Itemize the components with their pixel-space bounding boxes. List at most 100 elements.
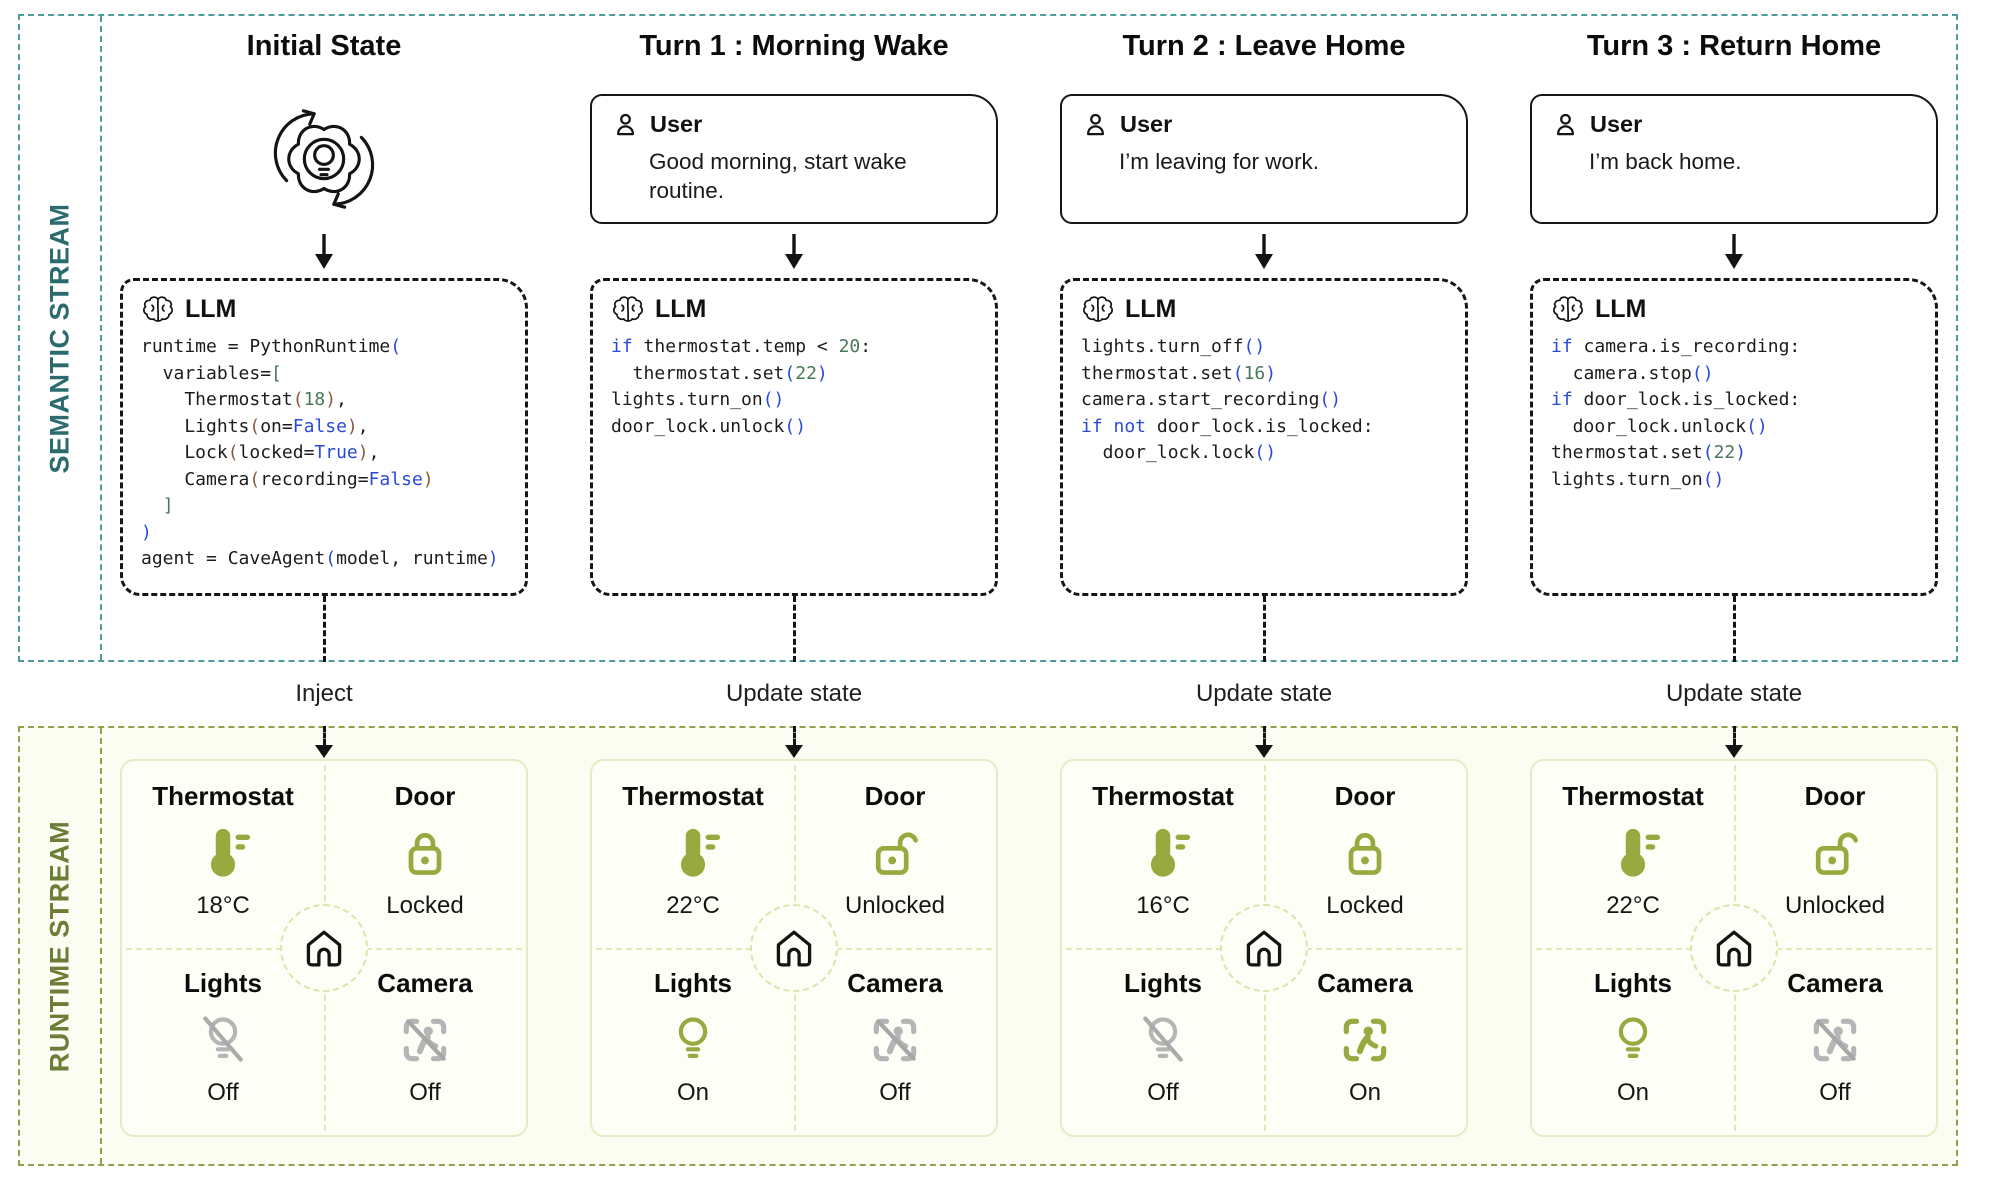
brain-icon bbox=[1553, 296, 1583, 322]
user-label: User bbox=[650, 111, 703, 137]
user-box: User I’m leaving for work. bbox=[1060, 94, 1468, 224]
semantic-column-3: Turn 2 : Leave Home User I’m leaving for… bbox=[1060, 14, 1468, 662]
code-line: Thermostat(18), bbox=[141, 389, 347, 410]
semantic-columns: Initial State LLM runtime = PythonRuntim… bbox=[100, 14, 1958, 662]
runtime-stream-label: RUNTIME STREAM bbox=[44, 820, 75, 1072]
code-line: if camera.is_recording: bbox=[1551, 336, 1801, 357]
code-line: lights.turn_on() bbox=[611, 389, 785, 410]
device-card: Thermostat 22°C Door Unlocked Lights On bbox=[590, 759, 998, 1137]
user-icon bbox=[1557, 113, 1574, 136]
code-line: door_lock.unlock() bbox=[611, 415, 807, 437]
code-line: door_lock.unlock() bbox=[1551, 415, 1768, 437]
connector-label: Update state bbox=[725, 680, 863, 707]
quadrant-camera: Camera Off bbox=[794, 948, 996, 1135]
runtime-column-1: Thermostat 18°C Door Locked Lights Off bbox=[120, 726, 528, 1166]
column-title: Turn 3 : Return Home bbox=[1586, 30, 1882, 62]
quadrant-lights: Lights Off bbox=[122, 948, 324, 1135]
column-title: Initial State bbox=[246, 30, 402, 62]
code-block: lights.turn_off()thermostat.set(16)camer… bbox=[1081, 334, 1447, 467]
down-arrow-icon bbox=[315, 234, 333, 269]
semantic-stream-gutter: SEMANTIC STREAM bbox=[20, 16, 102, 660]
system-init-zone bbox=[120, 94, 528, 224]
house-icon bbox=[776, 930, 812, 967]
code-line: camera.start_recording() bbox=[1081, 389, 1342, 410]
device-label: Lights bbox=[654, 968, 732, 998]
lights-off-icon bbox=[1143, 1016, 1183, 1062]
semantic-stream-label: SEMANTIC STREAM bbox=[44, 203, 75, 473]
connector-line-top bbox=[1262, 596, 1266, 662]
device-label: Door bbox=[394, 781, 456, 811]
code-line: thermostat.set(16) bbox=[1081, 362, 1277, 384]
device-value: On bbox=[1348, 1079, 1381, 1106]
house-circle bbox=[1220, 904, 1308, 992]
device-value: Off bbox=[207, 1079, 239, 1106]
connector-line-top bbox=[792, 596, 796, 662]
device-value: Unlocked bbox=[1784, 892, 1886, 919]
house-icon bbox=[1716, 930, 1752, 967]
code-line: if thermostat.temp < 20: bbox=[611, 336, 872, 357]
user-box: User Good morning, start wake routine. bbox=[590, 94, 998, 224]
door-unlocked-icon bbox=[1815, 832, 1858, 875]
device-value: 22°C bbox=[666, 892, 720, 919]
house-circle bbox=[750, 904, 838, 992]
house-icon bbox=[1246, 930, 1282, 967]
brain-icon bbox=[1083, 296, 1113, 322]
door-unlocked-icon bbox=[875, 832, 918, 875]
connector-arrowhead bbox=[315, 745, 333, 758]
code-block: if camera.is_recording: camera.stop()if … bbox=[1551, 334, 1917, 493]
semantic-stream-band: SEMANTIC STREAM bbox=[18, 14, 1958, 662]
code-line: Lights(on=False), bbox=[141, 415, 369, 437]
device-value: Off bbox=[409, 1079, 441, 1106]
llm-box: LLM lights.turn_off()thermostat.set(16)c… bbox=[1060, 278, 1468, 596]
device-label: Thermostat bbox=[152, 781, 294, 811]
down-arrow-icon bbox=[1255, 234, 1273, 269]
quadrant-camera: Camera Off bbox=[324, 948, 526, 1135]
camera-on-icon bbox=[1343, 1018, 1387, 1062]
quadrant-camera: Camera On bbox=[1264, 948, 1466, 1135]
llm-box: LLM runtime = PythonRuntime( variables=[… bbox=[120, 278, 528, 596]
quadrant-door: Door Locked bbox=[1264, 761, 1466, 948]
quadrant-thermostat: Thermostat 22°C bbox=[592, 761, 794, 948]
quadrant-door: Door Unlocked bbox=[794, 761, 996, 948]
thermostat-icon bbox=[1150, 828, 1191, 877]
device-value: On bbox=[676, 1079, 709, 1106]
user-message: I’m leaving for work. bbox=[1119, 149, 1320, 174]
camera-off-icon bbox=[873, 1018, 917, 1062]
device-label: Thermostat bbox=[622, 781, 764, 811]
connector-line-bottom bbox=[792, 726, 796, 745]
code-line: Camera(recording=False) bbox=[141, 468, 434, 490]
door-locked-icon bbox=[1348, 833, 1382, 875]
user-icon bbox=[1087, 113, 1104, 136]
llm-label: LLM bbox=[185, 295, 237, 323]
device-label: Lights bbox=[1594, 968, 1672, 998]
runtime-columns: Thermostat 18°C Door Locked Lights Off bbox=[100, 726, 1958, 1166]
code-line: ] bbox=[162, 495, 174, 516]
house-icon bbox=[306, 930, 342, 967]
stream-gap-labels: Inject Update state Update state Update … bbox=[100, 662, 1958, 726]
device-value: Off bbox=[879, 1079, 911, 1106]
down-arrow-icon bbox=[785, 234, 803, 269]
llm-label: LLM bbox=[1595, 295, 1647, 323]
brain-icon bbox=[143, 296, 173, 322]
connector-label: Update state bbox=[1195, 680, 1333, 707]
code-line: if door_lock.is_locked: bbox=[1551, 389, 1801, 410]
llm-label: LLM bbox=[1125, 295, 1177, 323]
column-title: Turn 2 : Leave Home bbox=[1122, 30, 1406, 62]
device-label: Lights bbox=[184, 968, 262, 998]
llm-box: LLM if thermostat.temp < 20: thermostat.… bbox=[590, 278, 998, 596]
lights-on-icon bbox=[1618, 1017, 1648, 1058]
camera-off-icon bbox=[1813, 1018, 1857, 1062]
quadrant-lights: Lights Off bbox=[1062, 948, 1264, 1135]
device-value: 22°C bbox=[1606, 892, 1660, 919]
down-arrow-icon bbox=[1725, 234, 1743, 269]
house-circle bbox=[1690, 904, 1778, 992]
llm-label: LLM bbox=[655, 295, 707, 323]
quadrant-camera: Camera Off bbox=[1734, 948, 1936, 1135]
device-label: Door bbox=[1334, 781, 1396, 811]
semantic-column-1: Initial State LLM runtime = PythonRuntim… bbox=[120, 14, 528, 662]
llm-box: LLM if camera.is_recording: camera.stop(… bbox=[1530, 278, 1938, 596]
connector-arrowhead bbox=[1725, 745, 1743, 758]
brain-icon bbox=[613, 296, 643, 322]
connector-arrowhead bbox=[785, 745, 803, 758]
door-locked-icon bbox=[408, 833, 442, 875]
